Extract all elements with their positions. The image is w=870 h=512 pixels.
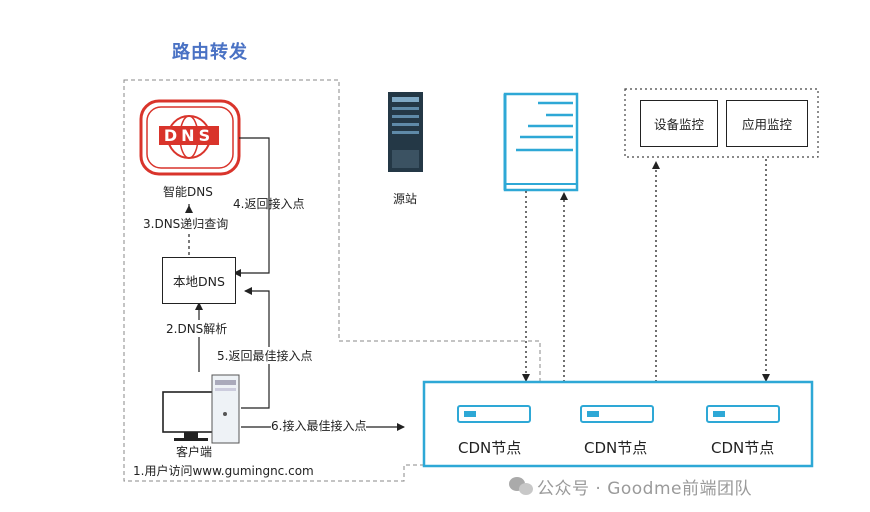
return-point-arrow: [233, 137, 270, 277]
watermark: 公众号 · Goodme前端团队: [537, 479, 752, 499]
step6-label: 6.接入最佳接入点: [271, 417, 367, 434]
step5-label: 5.返回最佳接入点: [217, 347, 313, 364]
app-monitor-box: 应用监控: [726, 100, 808, 147]
cdn-config-document-icon: [503, 92, 579, 192]
app-monitor-label: 应用监控: [741, 117, 792, 132]
cdn-node-icon: [706, 405, 780, 423]
cdn-node-icon: [457, 405, 531, 423]
dns-logo-icon: [139, 99, 241, 176]
smart-dns-label: 智能DNS: [163, 185, 213, 199]
local-dns-label: 本地DNS: [173, 274, 225, 289]
device-monitor-box: 设备监控: [640, 100, 718, 147]
page-title: 路由转发: [172, 42, 248, 63]
dns-logo-text: DNS: [163, 126, 215, 145]
step3-label: 3.DNS递归查询: [143, 215, 229, 232]
origin-server-icon: [388, 92, 423, 172]
cdn-node-label: CDN节点: [458, 439, 522, 457]
local-dns-box: 本地DNS: [162, 257, 236, 304]
device-monitor-label: 设备监控: [653, 117, 704, 132]
monitoring-group-frame: [624, 88, 819, 158]
cdn-node-icon: [580, 405, 654, 423]
cdn-cluster-frame: [422, 380, 814, 468]
wechat-icon: [509, 477, 533, 495]
client-computer-icon: [162, 374, 240, 444]
client-label: 客户端: [176, 445, 213, 459]
step2-label: 2.DNS解析: [166, 320, 228, 337]
step4-label: 4.返回接入点: [233, 197, 305, 211]
cdn-node-label: CDN节点: [711, 439, 775, 457]
origin-label: 源站: [393, 192, 418, 206]
step1-label: 1.用户访问www.gumingnc.com: [133, 464, 314, 478]
cdn-node-label: CDN节点: [584, 439, 648, 457]
